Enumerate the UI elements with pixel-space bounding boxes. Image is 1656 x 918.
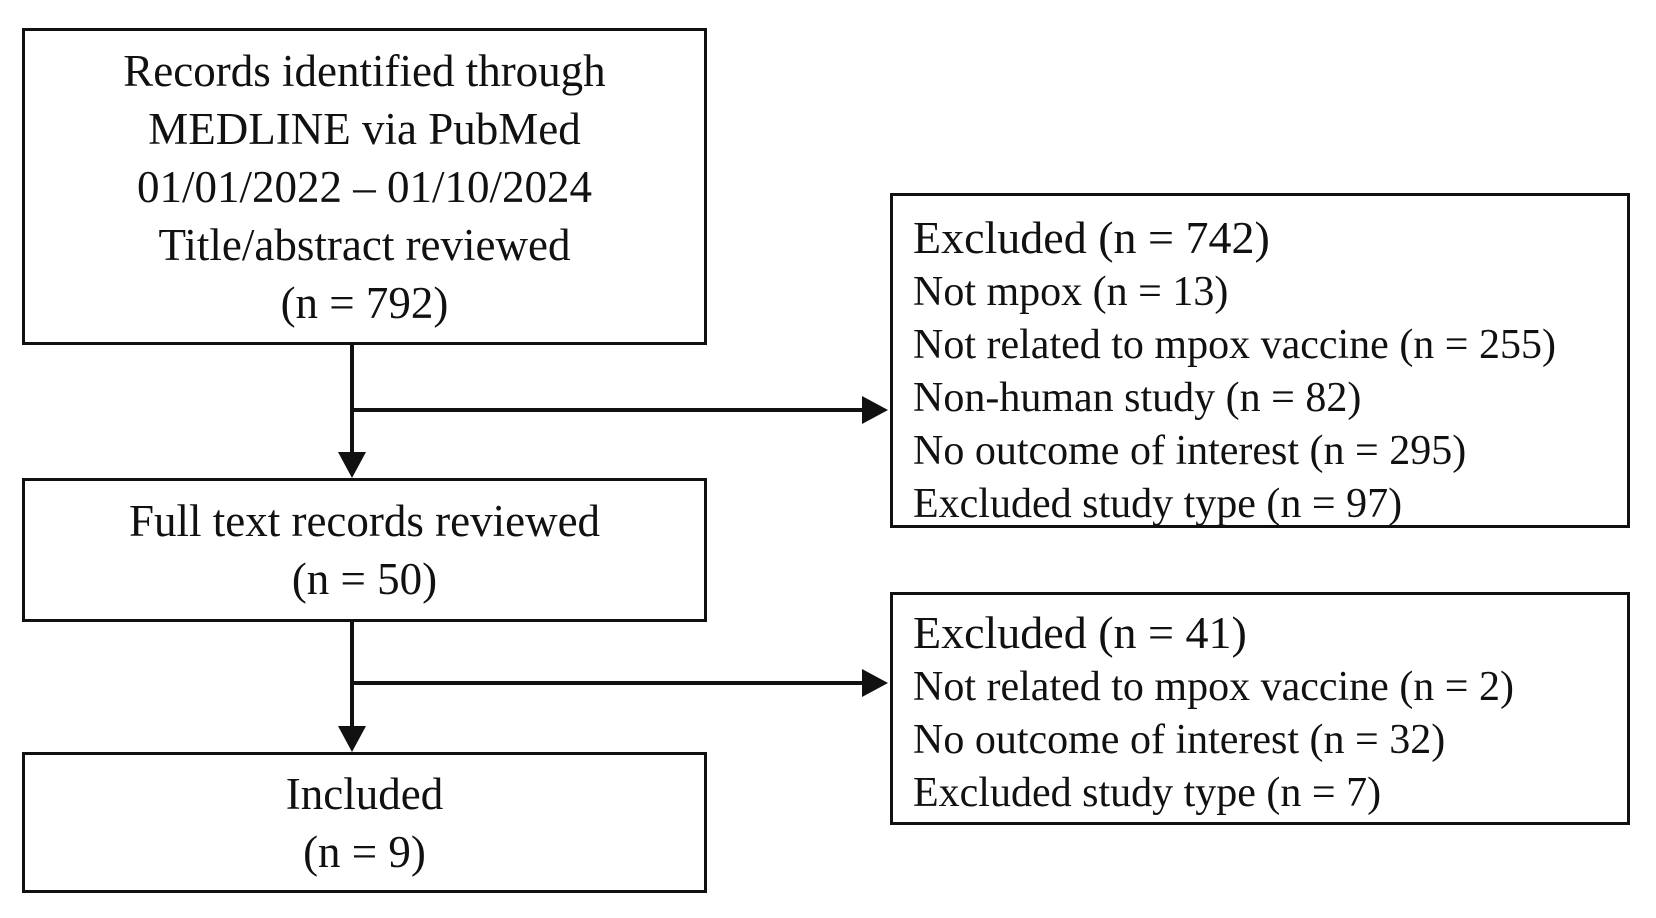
included-box: Included (n = 9) [22, 752, 707, 893]
excluded-title-abstract-box: Excluded (n = 742) Not mpox (n = 13) Not… [890, 193, 1630, 528]
fulltext-line-1: Full text records reviewed [128, 496, 601, 546]
fulltext-count: (n = 50) [291, 554, 438, 604]
arrowhead-right-icon [862, 396, 888, 424]
excluded2-item-3: Excluded study type (n = 7) [913, 770, 1382, 816]
excluded1-heading: Excluded (n = 742) [913, 212, 1270, 263]
excluded1-item-4: No outcome of interest (n = 295) [913, 428, 1467, 474]
records-count: (n = 792) [280, 277, 449, 328]
arrowhead-right-icon [862, 669, 888, 697]
included-count: (n = 9) [303, 826, 426, 877]
arrowhead-down-icon [338, 726, 366, 752]
arrow-to-excluded1-line [350, 408, 868, 412]
arrow-to-excluded2-line [350, 681, 868, 685]
excluded1-item-5: Excluded study type (n = 97) [913, 481, 1403, 527]
full-text-reviewed-box: Full text records reviewed (n = 50) [22, 478, 707, 622]
records-line-1: Records identified through [123, 45, 606, 96]
arrow-fulltext-to-included-line [350, 622, 354, 731]
records-identified-box: Records identified through MEDLINE via P… [22, 28, 707, 345]
excluded-full-text-box: Excluded (n = 41) Not related to mpox va… [890, 592, 1630, 825]
arrow-records-to-fulltext-line [350, 345, 354, 457]
records-line-3: 01/01/2022 – 01/10/2024 [136, 161, 592, 212]
excluded1-item-3: Non-human study (n = 82) [913, 375, 1362, 421]
arrowhead-down-icon [338, 452, 366, 478]
excluded2-item-2: No outcome of interest (n = 32) [913, 717, 1446, 763]
excluded1-item-2: Not related to mpox vaccine (n = 255) [913, 322, 1556, 368]
excluded2-item-1: Not related to mpox vaccine (n = 2) [913, 664, 1514, 710]
excluded1-item-1: Not mpox (n = 13) [913, 269, 1229, 315]
records-line-2: MEDLINE via PubMed [148, 103, 581, 154]
records-line-4: Title/abstract reviewed [158, 219, 571, 270]
excluded2-heading: Excluded (n = 41) [913, 607, 1247, 658]
included-line-1: Included [285, 768, 444, 819]
